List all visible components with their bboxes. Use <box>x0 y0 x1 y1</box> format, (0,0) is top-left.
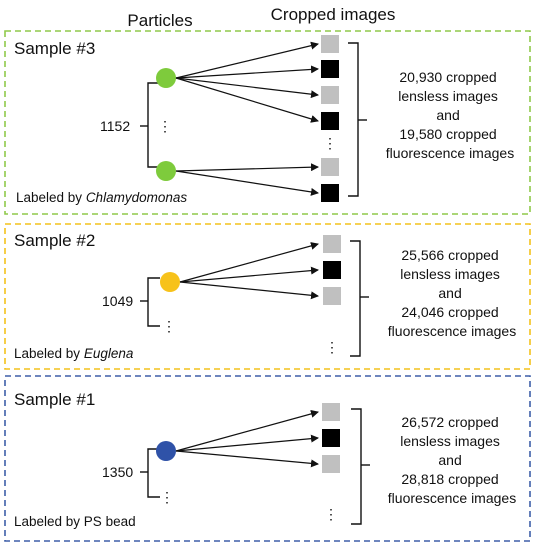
gray-tile <box>323 287 341 305</box>
sample-1-arrow <box>175 434 319 452</box>
sample-3-arrows <box>175 41 319 196</box>
gray-tile <box>323 235 341 253</box>
sample-2-arrow <box>179 242 319 283</box>
sample-1-arrow <box>175 450 319 468</box>
sample-1-bracket <box>147 448 160 498</box>
sample-2-particle-ellipsis: ⋮ <box>162 318 176 334</box>
sample-3-arrow <box>175 65 319 79</box>
sample-3-right-bracket <box>348 42 359 197</box>
sample-2-right-bracket <box>350 240 361 357</box>
sample-1-border <box>4 375 531 542</box>
sample-2-count: 1049 <box>102 293 133 309</box>
sample-3-arrow <box>175 41 319 79</box>
gray-tile <box>322 455 340 473</box>
sample-2-tile-ellipsis: ⋮ <box>325 339 339 355</box>
gray-tile <box>321 35 339 53</box>
sample-1-label: Labeled by PS bead <box>14 514 136 529</box>
sample-1-tile-ellipsis: ⋮ <box>324 506 338 522</box>
sample-2-description: 25,566 cropped lensless images and 24,04… <box>388 247 516 339</box>
sample-3-border <box>4 30 531 215</box>
black-tile <box>321 184 339 202</box>
gray-tile <box>321 158 339 176</box>
gray-tile <box>322 403 340 421</box>
sample-1-arrows <box>175 409 319 468</box>
sample-1-panel: Sample #1 1350 ⋮ ⋮ 26,572 cropped lensle… <box>4 375 531 542</box>
black-tile <box>321 112 339 130</box>
black-tile <box>323 261 341 279</box>
sample-1-arrow <box>175 409 319 452</box>
sample-2-bracket <box>147 277 160 327</box>
cropped-images-header: Cropped images <box>271 5 396 24</box>
sample-1-title: Sample #1 <box>14 390 95 409</box>
sample-3-title: Sample #3 <box>14 39 95 58</box>
sample-3-tile-ellipsis: ⋮ <box>323 135 337 151</box>
sample-3-arrow <box>175 77 319 99</box>
sample-3-particle-ellipsis: ⋮ <box>158 118 172 134</box>
sample-3-particle-bottom <box>156 161 176 181</box>
black-tile <box>321 60 339 78</box>
sample-1-particle <box>156 441 176 461</box>
sample-2-arrow <box>179 266 319 283</box>
sample-2-arrows <box>179 242 319 300</box>
sample-3-arrow <box>175 170 319 196</box>
sample-2-panel: Sample #2 1049 ⋮ ⋮ 25,566 cropped lensle… <box>4 223 531 370</box>
sample-1-right-bracket <box>351 408 362 525</box>
sample-3-bracket <box>147 82 160 168</box>
particles-header: Particles <box>127 11 192 30</box>
sample-1-count: 1350 <box>102 464 133 480</box>
sample-2-title: Sample #2 <box>14 231 95 250</box>
sample-3-arrow <box>175 77 319 123</box>
gray-tile <box>321 86 339 104</box>
sample-2-particle <box>160 272 180 292</box>
black-tile <box>322 429 340 447</box>
sample-1-particle-ellipsis: ⋮ <box>160 489 174 505</box>
sample-2-border <box>4 223 531 370</box>
sample-3-particle-top <box>156 68 176 88</box>
sample-3-count: 1152 <box>100 118 130 134</box>
sample-2-arrow <box>179 281 319 300</box>
sample-1-description: 26,572 cropped lensless images and 28,81… <box>388 414 516 506</box>
sample-3-arrow <box>175 163 319 172</box>
sample-3-label: Labeled by Chlamydomonas <box>16 190 187 205</box>
sample-3-description: 20,930 cropped lensless images and 19,58… <box>386 69 514 161</box>
sample-2-label: Labeled by Euglena <box>14 346 134 361</box>
sample-3-panel: Sample #3 1152 ⋮ ⋮ 20,930 cro <box>4 30 531 215</box>
